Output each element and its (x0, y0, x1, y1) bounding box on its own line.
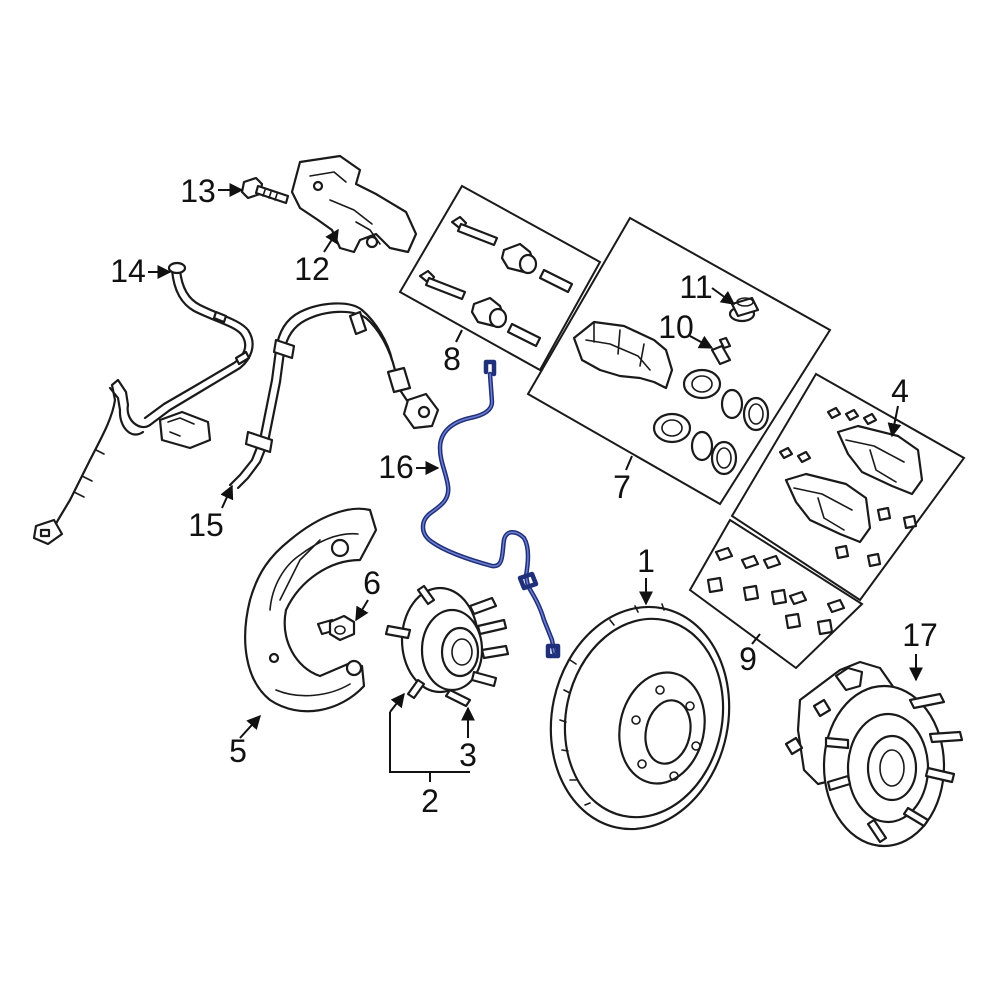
part-16-abs-sensor (420, 359, 561, 659)
svg-text:10: 10 (658, 309, 694, 345)
part-6-bolt (316, 614, 356, 642)
part-8-kit-box (398, 184, 602, 372)
svg-text:16: 16 (378, 449, 414, 485)
svg-text:11: 11 (679, 269, 712, 305)
callout-9: 9 (739, 633, 761, 677)
svg-text:1: 1 (637, 543, 655, 579)
callout-13: 13 (180, 173, 244, 209)
callout-14: 14 (110, 253, 172, 289)
callout-8: 8 (443, 329, 463, 377)
svg-text:12: 12 (294, 251, 330, 287)
svg-text:9: 9 (739, 641, 757, 677)
svg-text:5: 5 (229, 733, 247, 769)
svg-text:8: 8 (443, 341, 461, 377)
callout-10: 10 (658, 309, 714, 349)
callout-12: 12 (294, 228, 339, 287)
callout-3: 3 (459, 706, 477, 773)
callout-17: 17 (902, 617, 938, 682)
callout-11: 11 (679, 269, 736, 305)
part-12-caliper-bracket (290, 154, 418, 254)
callout-16: 16 (378, 449, 440, 485)
part-5-splash-shield (244, 507, 378, 713)
callout-1: 1 (637, 543, 655, 606)
callout-5: 5 (229, 714, 261, 769)
part-7-caliper-box (526, 216, 832, 506)
callout-2: 2 (389, 692, 470, 819)
part-13-bolt (240, 176, 290, 205)
part-11-bleeder-cap (728, 296, 760, 323)
svg-text:3: 3 (459, 737, 477, 773)
svg-text:2: 2 (421, 783, 439, 819)
svg-text:6: 6 (363, 565, 381, 601)
svg-text:13: 13 (180, 173, 216, 209)
part-4-pad-box (730, 372, 966, 602)
callout-15: 15 (188, 484, 234, 543)
part-1-brake-rotor (549, 603, 731, 831)
callout-7: 7 (613, 455, 633, 505)
callout-6: 6 (355, 565, 381, 622)
svg-text:15: 15 (188, 507, 224, 543)
part-9-clip-box (688, 518, 864, 670)
part-17-wheel-hub (784, 660, 964, 848)
part-2-hub-bearing (384, 584, 510, 708)
svg-text:4: 4 (891, 373, 909, 409)
part-14-brake-hose (32, 261, 254, 546)
svg-text:7: 7 (613, 469, 631, 505)
part-10-bleeder-screw (710, 336, 732, 366)
svg-text:17: 17 (902, 617, 938, 653)
part-15-brake-hose (228, 302, 440, 490)
svg-text:14: 14 (110, 253, 146, 289)
callout-4: 4 (887, 373, 909, 438)
